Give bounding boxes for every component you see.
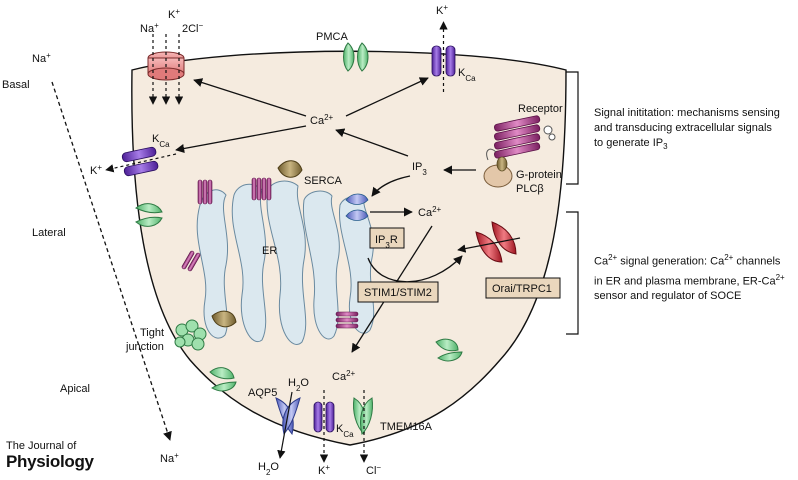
- ip3r-box: [369, 227, 405, 249]
- label-pmca: PMCA: [316, 31, 348, 43]
- orai-box: [485, 277, 561, 299]
- label-lateral: Lateral: [32, 227, 66, 239]
- pmca-pump-right[interactable]: [435, 338, 463, 362]
- label-tight-junction: Tight: [140, 327, 164, 339]
- label-ip3r: IP3R: [375, 234, 398, 250]
- stim-box: [357, 281, 439, 303]
- tmem16a-channel[interactable]: [353, 390, 373, 463]
- signal-arrows: [175, 77, 476, 353]
- label-stim: STIM1/STIM2: [364, 287, 432, 299]
- label-kca-top: KCa: [458, 67, 476, 83]
- label-cl-bottom: Cl−: [366, 463, 381, 478]
- label-receptor: Receptor: [518, 103, 563, 115]
- label-plcb: PLCβ: [516, 183, 544, 195]
- label-k-left: K+: [90, 163, 102, 178]
- label-na-left: Na+: [32, 51, 51, 66]
- er: [196, 180, 375, 345]
- nkcc1-cotransporter[interactable]: [147, 34, 185, 105]
- label-apical: Apical: [60, 383, 90, 395]
- label-ca-center: Ca2+: [310, 113, 334, 128]
- ip3r-channel[interactable]: [345, 193, 369, 221]
- label-h2o-bottom: H2O: [258, 461, 279, 477]
- label-na-bottom: Na+: [160, 451, 179, 466]
- label-g-protein: G-protein: [516, 169, 562, 181]
- label-serca: SERCA: [304, 175, 343, 187]
- label-nkcc-k: K+: [168, 7, 180, 22]
- label-nkcc-cl: 2Cl−: [182, 21, 204, 36]
- ip3r-clusters: [181, 177, 359, 329]
- label-ca-bottom: Ca2+: [332, 369, 356, 384]
- aqp5-channel[interactable]: [275, 391, 301, 459]
- pmca-pump[interactable]: [343, 42, 369, 72]
- kca-channel-left[interactable]: [105, 146, 177, 177]
- label-orai: Orai/TRPC1: [492, 283, 552, 295]
- label-ca-er: Ca2+: [418, 205, 442, 220]
- pmca-pump-left[interactable]: [135, 203, 163, 227]
- bracket-generation: [566, 211, 579, 335]
- pmca-pump-apical[interactable]: [209, 367, 237, 392]
- serca-pump[interactable]: [211, 160, 303, 328]
- note-signal-generation: Ca2+ signal generation: Ca2+ channels in…: [594, 253, 785, 303]
- g-protein-plc[interactable]: [483, 148, 513, 188]
- label-basal: Basal: [2, 79, 30, 91]
- label-h2o-top: H2O: [288, 377, 309, 393]
- label-k-top: K+: [436, 3, 448, 18]
- label-tmem16a: TMEM16A: [380, 421, 433, 433]
- label-kca-left: KCa: [152, 133, 170, 149]
- note-signal-initiation: Signal inititation: mechanisms sensing a…: [594, 107, 780, 152]
- label-kca-bottom: KCa: [336, 423, 354, 439]
- label-k-bottom: K+: [318, 463, 330, 478]
- bracket-initiation: [566, 71, 579, 185]
- label-aqp5: AQP5: [248, 387, 277, 399]
- journal-logo-line2: Physiology: [6, 452, 94, 471]
- label-nkcc-na: Na+: [140, 21, 159, 36]
- label-ip3: IP3: [412, 161, 427, 177]
- tight-junction: [174, 319, 207, 351]
- gpcr-receptor[interactable]: [494, 115, 556, 159]
- kca-channel-bottom[interactable]: [313, 390, 335, 463]
- journal-logo: The Journal of Physiology: [6, 440, 94, 471]
- label-er: ER: [262, 245, 277, 257]
- journal-logo-line1: The Journal of: [6, 440, 77, 452]
- kca-channel-top[interactable]: [431, 21, 456, 92]
- label-tight-junction-2: junction: [125, 341, 164, 353]
- orai-trpc1-channel[interactable]: [457, 221, 521, 263]
